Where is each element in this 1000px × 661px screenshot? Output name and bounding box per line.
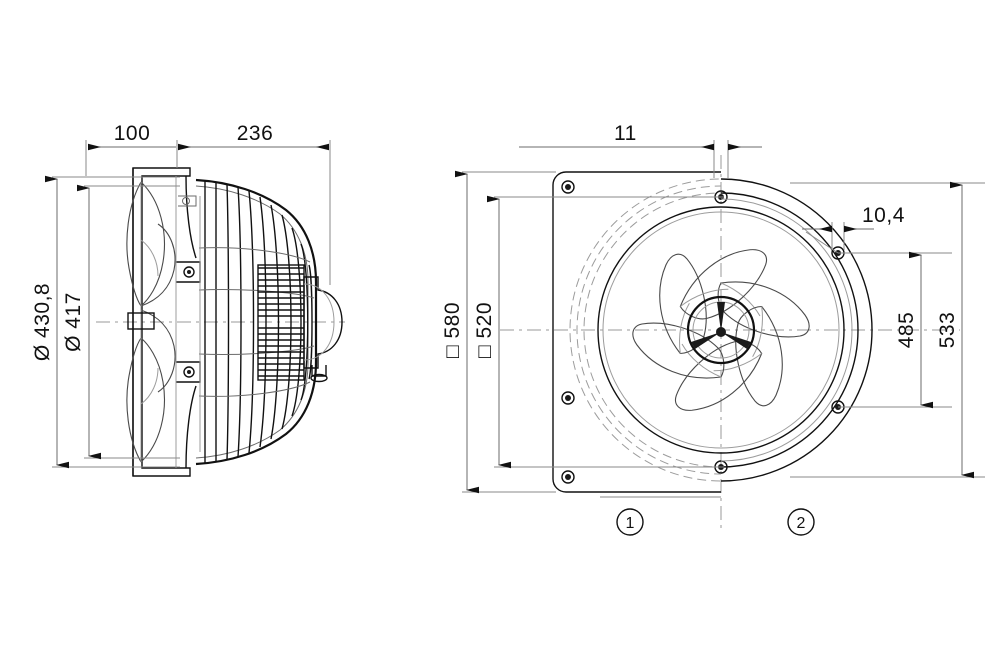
hub-spider — [691, 302, 751, 349]
dim-label-100: 100 — [114, 122, 151, 145]
hidden-ring-outlines — [569, 178, 721, 482]
guard-grille — [195, 178, 318, 466]
item-balloons: 1 2 — [600, 496, 815, 536]
impeller-hub — [686, 295, 756, 365]
venturi-bore-inner — [602, 211, 840, 449]
dim-label-10-4: 10,4 — [862, 204, 905, 227]
front-view — [500, 155, 960, 530]
fan-cowl-side — [185, 175, 197, 469]
balloon-2[interactable] — [787, 508, 815, 536]
front-view-dimensions: 11 10,4 □ 580 □ 520 485 533 — [441, 122, 985, 494]
impeller-blades-side — [126, 181, 176, 463]
motor-cooling-fins — [258, 267, 304, 377]
side-section-view — [96, 167, 345, 477]
balloon-2-label: 2 — [797, 515, 806, 532]
mounting-hole-tl[interactable] — [561, 180, 575, 194]
dim-label-236: 236 — [237, 122, 274, 145]
mounting-hole-lm[interactable] — [561, 391, 575, 405]
terminal-box — [303, 276, 343, 383]
mounting-hole-bl[interactable] — [561, 470, 575, 484]
dim-label-485: 485 — [895, 312, 918, 349]
balloon-1-label: 1 — [626, 515, 635, 532]
dim-label-533: 533 — [936, 312, 959, 349]
venturi-bore — [597, 206, 845, 454]
dim-label-417: Ø 417 — [62, 292, 85, 352]
leader-104 — [805, 231, 839, 254]
side-view-dimensions: 100 236 Ø 430,8 Ø 417 — [31, 122, 331, 469]
motor-shaft — [127, 312, 155, 330]
dim-label-11: 11 — [614, 122, 637, 145]
dim-label-520: □ 520 — [473, 302, 496, 358]
balloon-1[interactable] — [616, 508, 644, 536]
mounting-plate-edge — [132, 167, 191, 477]
dim-label-430-8: Ø 430,8 — [31, 283, 54, 361]
dim-label-580: □ 580 — [441, 302, 464, 358]
